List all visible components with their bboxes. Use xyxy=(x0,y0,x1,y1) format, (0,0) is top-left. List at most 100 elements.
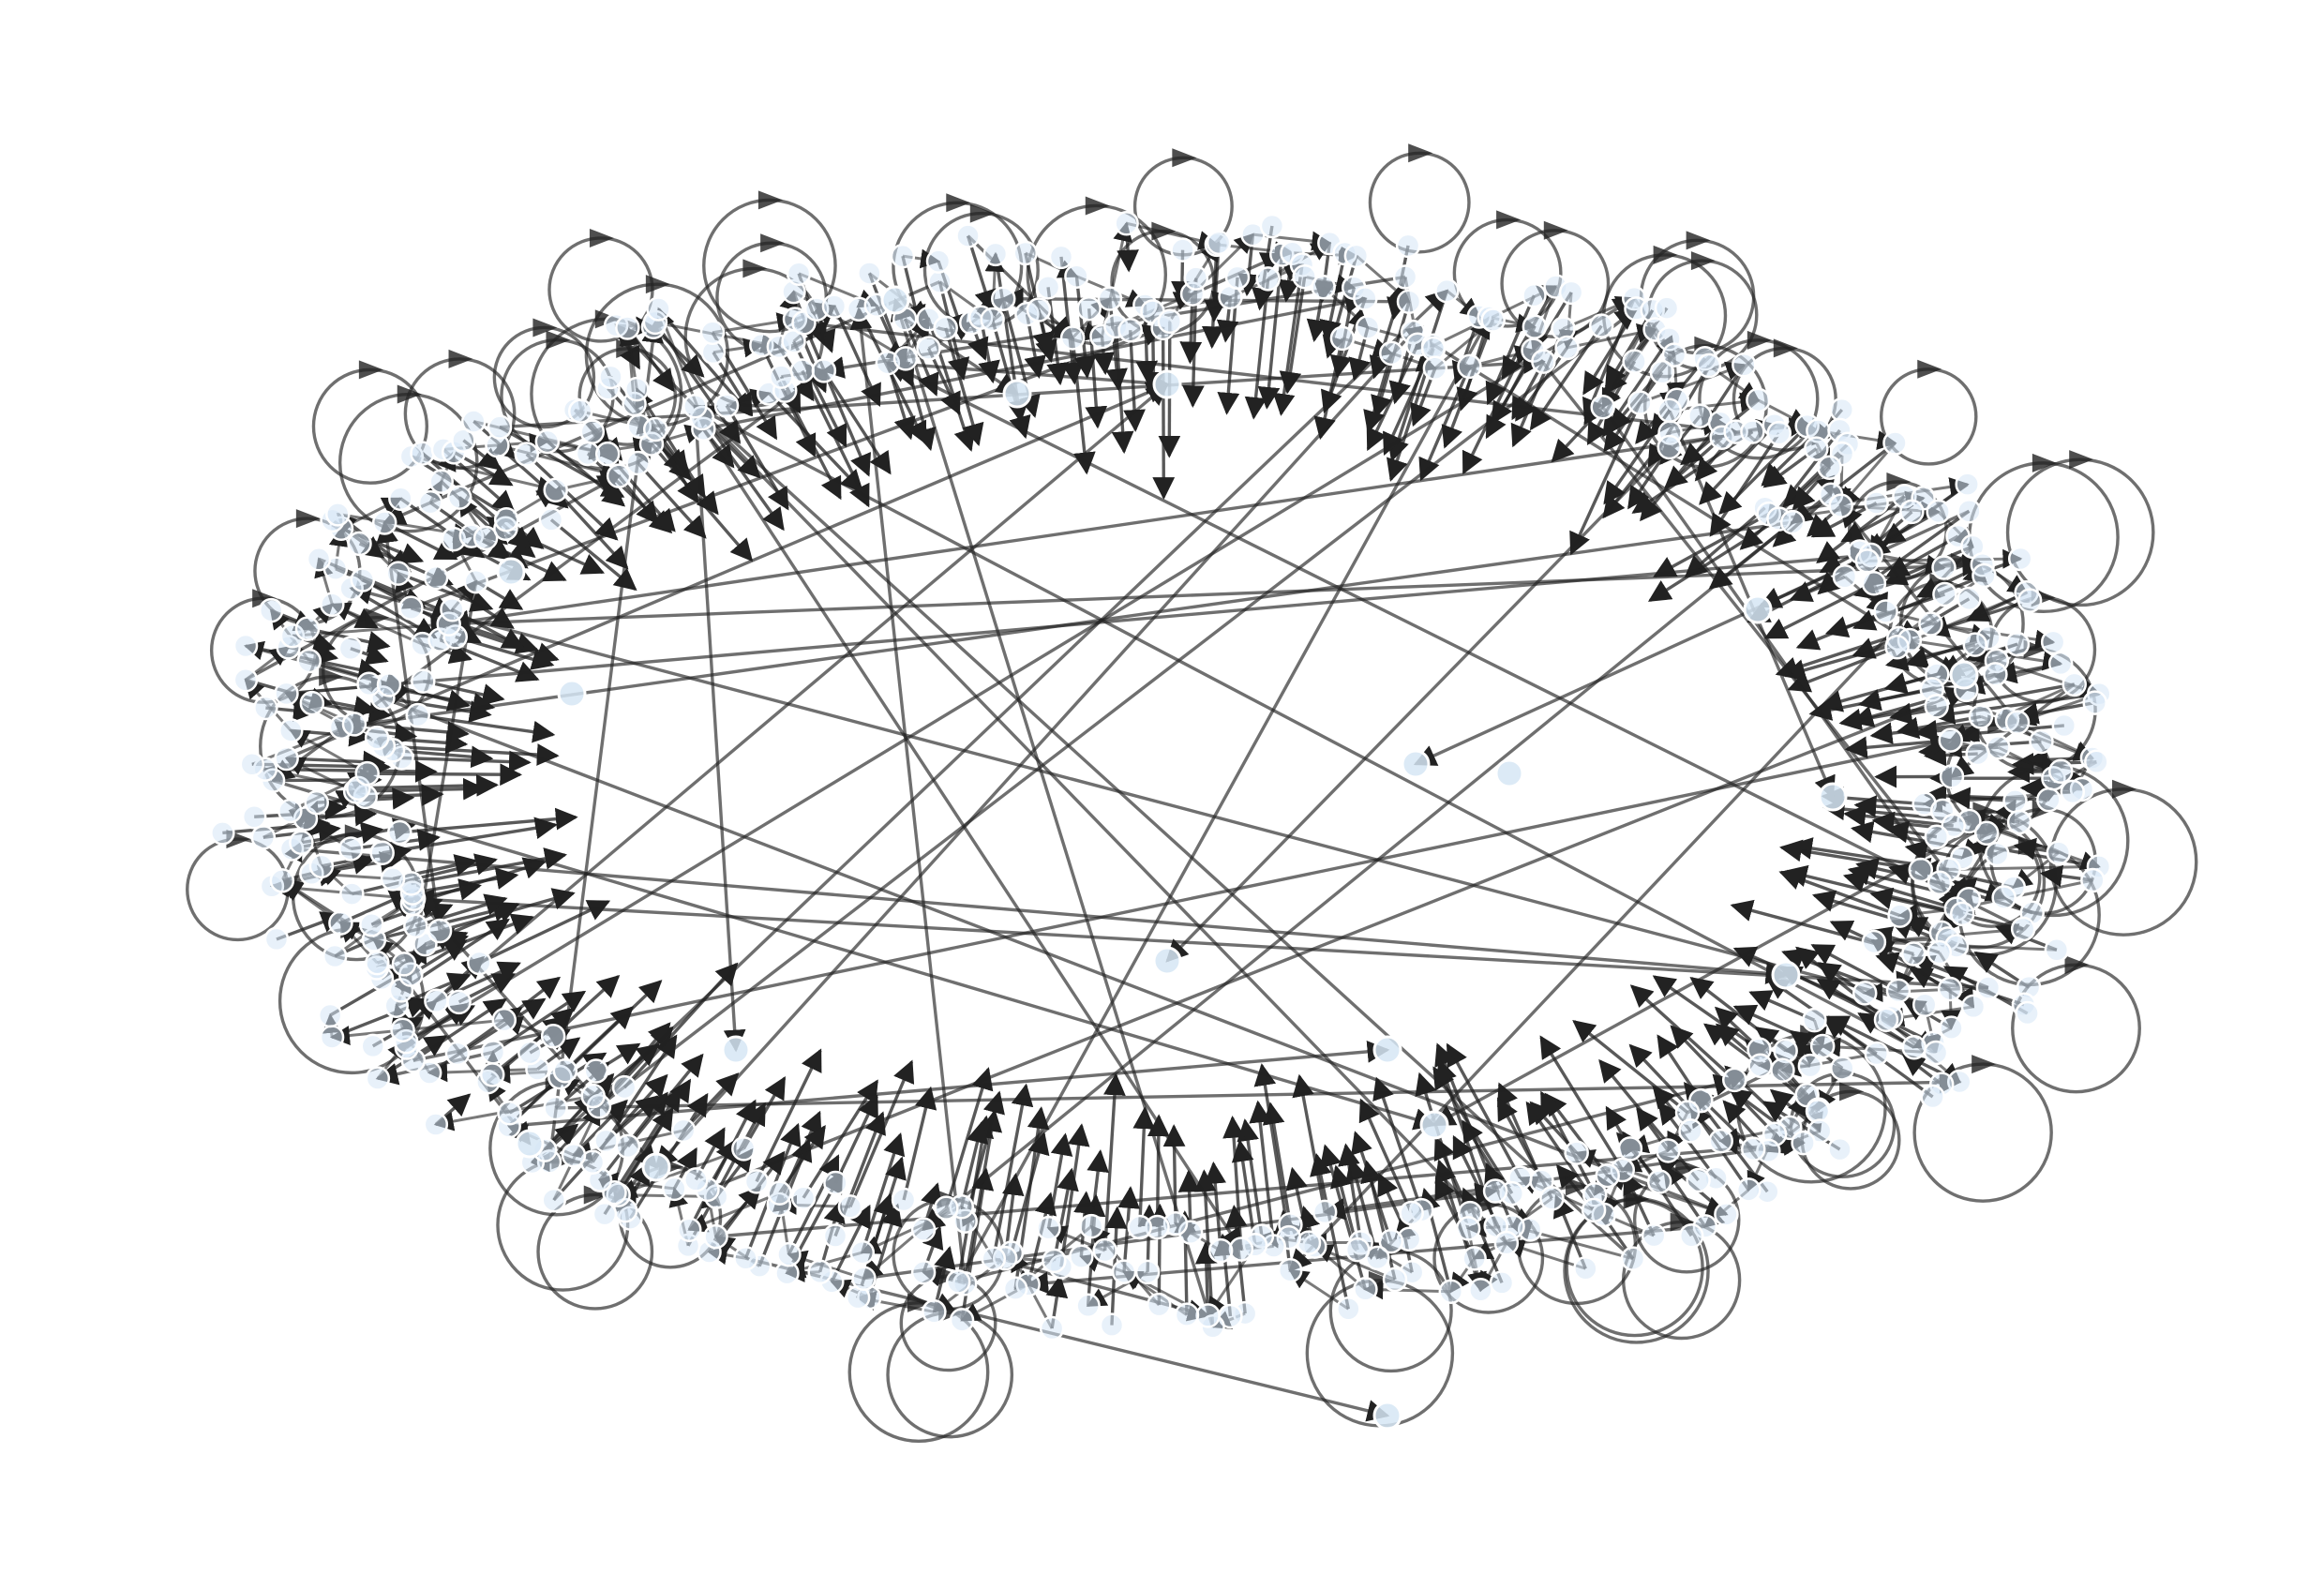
edge xyxy=(1147,1114,1170,1228)
node xyxy=(2007,546,2033,572)
edge xyxy=(682,1072,740,1132)
node xyxy=(1457,353,1482,380)
node xyxy=(1627,390,1653,415)
self-loop-arrow xyxy=(2069,450,2094,470)
self-loop-arrow xyxy=(532,318,558,337)
node xyxy=(263,926,290,952)
node xyxy=(811,358,837,383)
node xyxy=(1962,632,1988,657)
self-loop-arrow xyxy=(1917,359,1942,379)
node xyxy=(514,442,540,467)
node xyxy=(1378,1228,1404,1254)
node xyxy=(1852,981,1878,1006)
node xyxy=(807,1259,832,1285)
node xyxy=(241,803,267,830)
node xyxy=(1438,1279,1464,1305)
node xyxy=(1259,213,1285,239)
self-loop-arrow xyxy=(448,349,473,368)
node xyxy=(1336,1296,1361,1322)
node xyxy=(461,409,487,434)
edge xyxy=(1292,1073,1327,1213)
edge xyxy=(861,1132,906,1253)
node xyxy=(615,315,640,340)
edge xyxy=(289,729,368,775)
node xyxy=(1355,315,1381,340)
node xyxy=(593,1128,619,1154)
self-loop-arrow xyxy=(760,233,786,253)
node xyxy=(594,441,621,467)
node xyxy=(1157,308,1183,335)
edge xyxy=(706,686,1969,1192)
node xyxy=(982,241,1009,267)
node xyxy=(1937,976,1963,1002)
edge xyxy=(1778,868,1901,918)
node xyxy=(341,712,367,737)
node xyxy=(567,398,593,424)
node xyxy=(1802,1007,1827,1033)
node xyxy=(1482,1178,1508,1204)
node xyxy=(517,1040,543,1066)
node xyxy=(1468,1277,1493,1303)
node xyxy=(789,358,816,383)
node xyxy=(1419,1110,1449,1140)
node xyxy=(2004,631,2031,657)
node xyxy=(322,943,348,969)
node xyxy=(1493,1230,1520,1256)
node xyxy=(1092,1237,1117,1264)
node xyxy=(821,293,847,319)
node xyxy=(790,1185,817,1210)
self-loop-arrow xyxy=(946,193,971,213)
edge xyxy=(848,1059,915,1207)
node xyxy=(2084,749,2109,774)
node xyxy=(1035,275,1061,300)
node xyxy=(910,1217,937,1242)
node xyxy=(1353,286,1378,311)
node xyxy=(1949,901,1975,927)
node xyxy=(1224,264,1251,291)
node xyxy=(1975,975,2002,1000)
node xyxy=(1747,1053,1773,1078)
node xyxy=(1399,1200,1424,1226)
self-loop-arrow xyxy=(397,384,422,404)
edge xyxy=(525,453,619,541)
node xyxy=(1372,1035,1402,1065)
node xyxy=(1955,472,1980,497)
node xyxy=(1622,349,1647,374)
node xyxy=(1656,1138,1681,1163)
node xyxy=(1343,243,1370,269)
node xyxy=(624,376,650,402)
self-loop-arrow xyxy=(365,607,390,627)
node xyxy=(1255,266,1281,292)
node xyxy=(1661,342,1687,367)
node xyxy=(2062,671,2087,697)
node xyxy=(2029,728,2054,755)
node xyxy=(299,690,325,716)
node xyxy=(296,648,322,674)
self-loop-arrow xyxy=(1653,245,1678,264)
node xyxy=(552,1058,578,1084)
node xyxy=(2010,916,2036,942)
node xyxy=(1127,1214,1153,1240)
edge xyxy=(1052,1167,1079,1262)
node xyxy=(1170,237,1195,262)
self-loop-arrow xyxy=(1686,231,1711,250)
node xyxy=(2002,788,2028,814)
node xyxy=(463,568,488,594)
node xyxy=(319,1025,345,1050)
node xyxy=(1912,992,1938,1018)
node xyxy=(592,1201,618,1227)
node xyxy=(1312,1199,1338,1225)
node xyxy=(1832,564,1858,590)
edge xyxy=(1909,638,2063,671)
node xyxy=(2051,712,2077,739)
node xyxy=(1972,562,1997,589)
node xyxy=(922,1299,947,1325)
node xyxy=(606,463,632,488)
node xyxy=(2015,1000,2040,1027)
node xyxy=(427,918,453,944)
node xyxy=(317,1002,343,1028)
edge xyxy=(285,382,1170,760)
node xyxy=(250,825,277,850)
node xyxy=(1924,824,1950,849)
